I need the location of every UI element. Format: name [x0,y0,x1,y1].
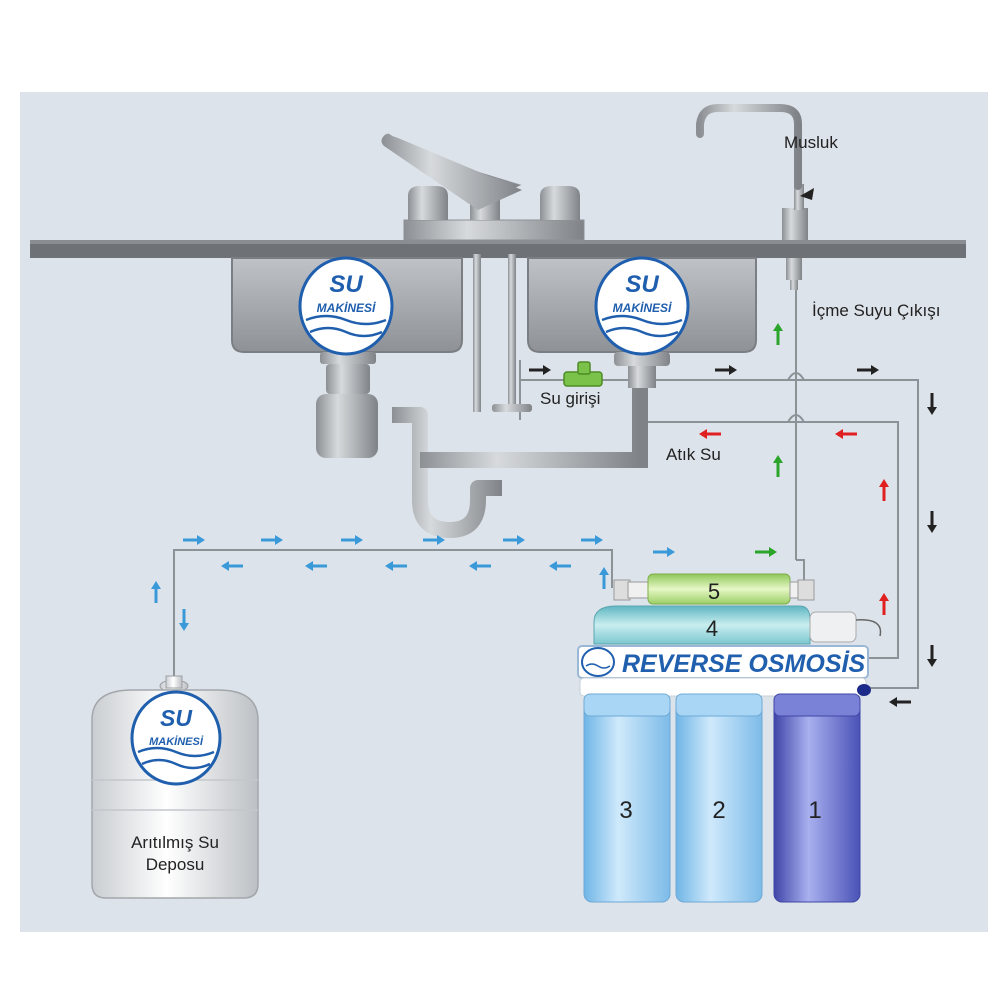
flow-arrows [151,323,937,707]
supply-rod [473,254,481,412]
arrow-right-icon [261,535,283,545]
arrow-down-icon [927,645,937,667]
arrow-left-icon [469,561,491,571]
arrow-right-icon [183,535,205,545]
kitchen-faucet [381,133,585,241]
p-trap-pipe [392,407,502,538]
countertop-edge [30,240,966,244]
arrow-left-icon [305,561,327,571]
arrow-right-icon [503,535,525,545]
arrow-up-icon [151,581,161,603]
arrow-right-icon [529,365,551,375]
stage-2-housing [675,693,763,903]
arrow-left-icon [835,429,857,439]
stage-5-number: 5 [708,579,720,604]
supply-rod-foot [492,404,532,412]
brand-banner [577,645,869,679]
valve-icon[interactable] [563,361,603,387]
tank-outlet-pipe [173,549,613,678]
feed-pipe [520,379,919,689]
arrow-up-icon [773,455,783,477]
arrow-right-icon [857,365,879,375]
stage-2-number: 2 [712,797,725,824]
waste-pipe [640,421,899,659]
stage-3-housing [583,693,671,903]
arrow-down-icon [927,511,937,533]
logo-right-line2: MAKİNESİ [613,300,672,315]
arrow-left-icon [549,561,571,571]
logo-tank-line2: MAKİNESİ [149,735,204,748]
water-inlet-label: Su girişi [540,389,600,408]
logo-left-line2: MAKİNESİ [317,300,376,315]
arrow-down-icon [179,609,189,631]
inlet-fitting [857,684,871,696]
stage-5-inline-filter [613,573,815,605]
logo-icon [298,256,394,356]
arrow-up-icon [879,593,889,615]
filter-bracket [579,677,867,697]
logo-icon [594,256,690,356]
drain-right [614,352,670,388]
arrow-left-icon [889,697,911,707]
arrow-right-icon [581,535,603,545]
logo-left-line1: SU [329,271,363,298]
arrow-up-icon [773,323,783,345]
stage-4-membrane [593,605,882,645]
countertop [30,240,966,258]
arrow-down-icon [927,393,937,415]
arrow-left-icon [385,561,407,571]
drain-left [316,352,378,458]
drinking-outlet-label: İçme Suyu Çıkışı [812,301,940,320]
stage-3-number: 3 [619,797,632,824]
stage-4-number: 4 [706,616,718,641]
tank-label-line1: Arıtılmış Su [131,833,219,852]
arrow-right-icon [715,365,737,375]
waste-drain-pipe [420,372,648,468]
logo-icon [130,690,222,786]
arrow-up-icon [879,479,889,501]
arrow-right-icon [653,547,675,557]
arrow-right-icon [423,535,445,545]
faucet-label: Musluk [784,133,838,152]
arrow-right-icon [341,535,363,545]
arrow-left-icon [699,429,721,439]
arrow-up-icon [599,567,609,589]
arrow-left-icon [221,561,243,571]
stage5-to-faucet-pipe [796,559,805,588]
supply-rod-2 [508,254,516,404]
logo-right-line1: SU [625,271,659,298]
stage-1-number: 1 [808,797,821,824]
pipe-crossover [787,372,805,381]
waste-water-label: Atık Su [666,445,721,464]
tank-label-line2: Deposu [146,855,205,874]
drinking-faucet[interactable] [696,104,814,290]
stage-1-housing [773,693,861,903]
logo-tank-line1: SU [160,705,193,731]
brand-banner-text: REVERSE OSMOSİS [622,650,865,678]
pipe-crossover-2 [787,414,805,423]
arrow-right-icon [755,547,777,557]
